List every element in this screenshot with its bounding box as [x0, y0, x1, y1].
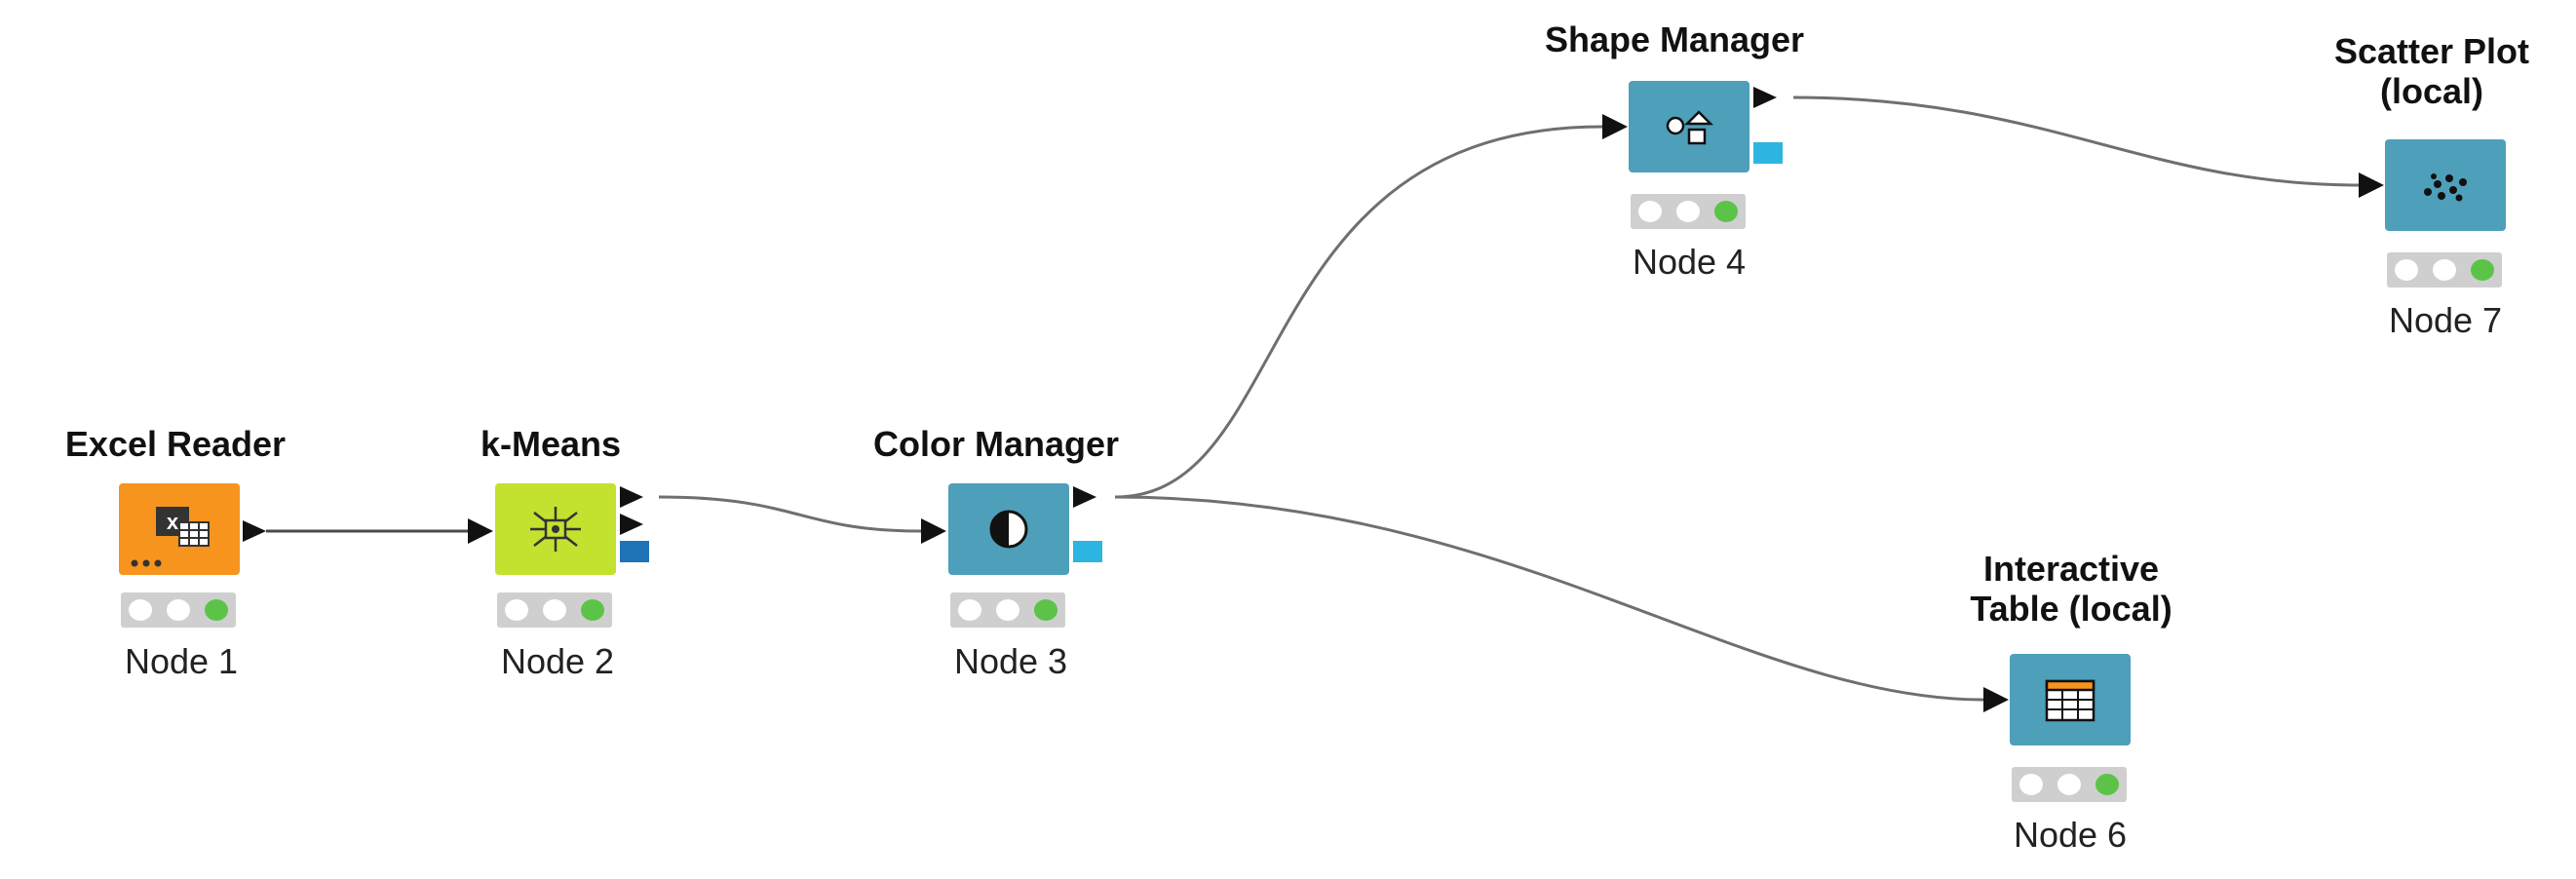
- status-traffic-light: [497, 592, 612, 628]
- connection-node2-node3[interactable]: [658, 495, 922, 533]
- connection-node4-node7[interactable]: [1792, 96, 2360, 187]
- status-traffic-light: [2387, 252, 2502, 287]
- shape-manager-icon: [1666, 110, 1714, 145]
- status-traffic-light: [1631, 194, 1746, 229]
- node-icon-box[interactable]: [495, 483, 616, 575]
- node-label[interactable]: Node 4: [1632, 242, 1747, 282]
- excel-reader-icon: x: [131, 507, 210, 567]
- input-port[interactable]: [1983, 687, 2009, 712]
- output-port-labels[interactable]: [620, 486, 643, 508]
- color-manager-icon: [989, 510, 1028, 549]
- input-port[interactable]: [468, 518, 493, 544]
- node-label[interactable]: Node 7: [2388, 300, 2503, 340]
- status-traffic-light: [2012, 767, 2127, 802]
- node-title: Scatter Plot (local): [2333, 31, 2530, 111]
- node-title: Shape Manager: [1544, 19, 1805, 59]
- scatter-plot-icon: [2424, 173, 2467, 202]
- output-port[interactable]: [243, 520, 266, 542]
- connection-node3-node6[interactable]: [1114, 495, 1984, 702]
- interactive-table-icon: [2045, 679, 2095, 722]
- node-icon-box[interactable]: [2010, 654, 2131, 745]
- k-means-icon: [530, 507, 581, 552]
- node-title: Interactive Table (local): [1970, 549, 2172, 629]
- output-port-clusters[interactable]: [620, 514, 643, 535]
- svg-text:x: x: [167, 510, 179, 534]
- connection-node3-node4[interactable]: [1114, 125, 1603, 499]
- node-title: k-Means: [480, 424, 622, 464]
- color-model-output-port[interactable]: [1073, 541, 1102, 562]
- shape-model-output-port[interactable]: [1753, 142, 1783, 164]
- status-traffic-light: [121, 592, 236, 628]
- node-icon-box[interactable]: [1629, 81, 1749, 172]
- output-port[interactable]: [1753, 87, 1777, 108]
- model-output-port[interactable]: [620, 541, 649, 562]
- node-label[interactable]: Node 6: [2013, 815, 2128, 855]
- node-icon-box[interactable]: [948, 483, 1069, 575]
- node-title: Excel Reader: [64, 424, 287, 464]
- input-port[interactable]: [1602, 114, 1628, 139]
- input-port[interactable]: [921, 518, 946, 544]
- node-label[interactable]: Node 3: [953, 641, 1068, 681]
- node-label[interactable]: Node 1: [124, 641, 239, 681]
- status-traffic-light: [950, 592, 1065, 628]
- input-port[interactable]: [2359, 172, 2384, 198]
- node-icon-box[interactable]: [2385, 139, 2506, 231]
- node-title: Color Manager: [872, 424, 1120, 464]
- node-label[interactable]: Node 2: [500, 641, 615, 681]
- node-icon-box[interactable]: x: [119, 483, 240, 575]
- output-port[interactable]: [1073, 486, 1096, 508]
